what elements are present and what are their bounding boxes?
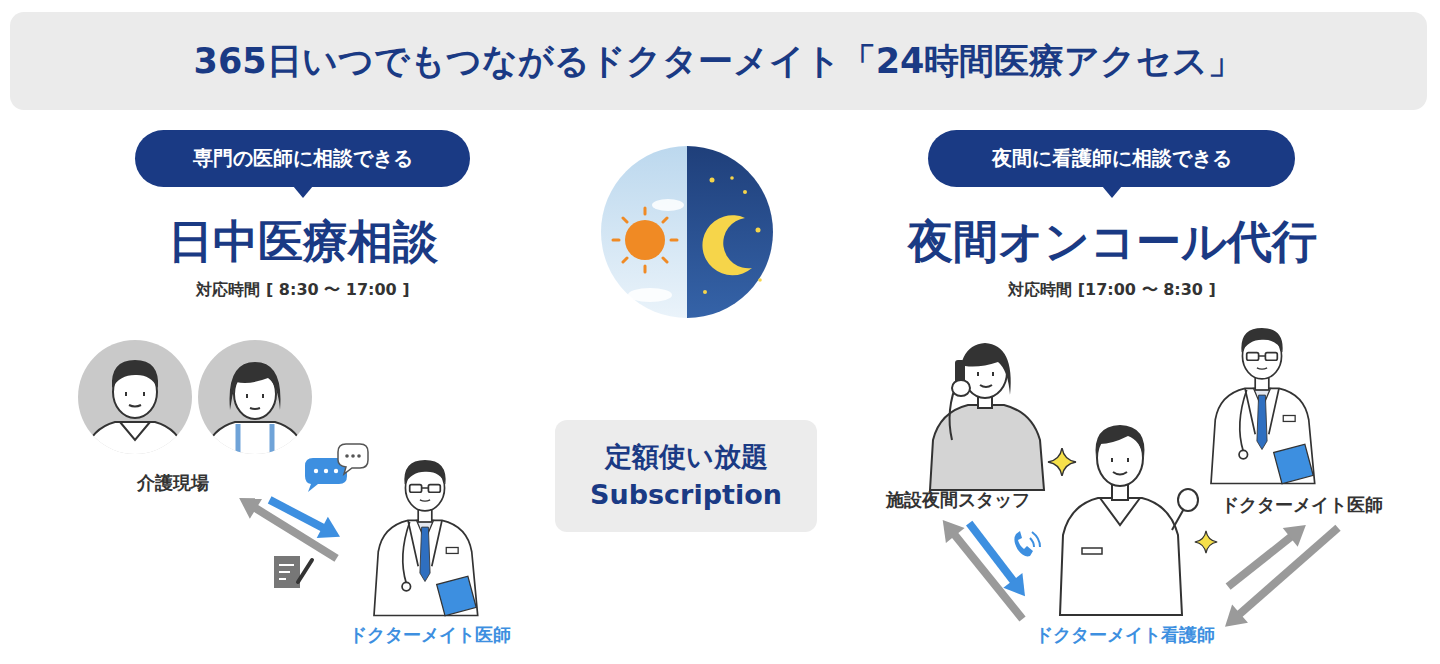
connector [1228,525,1306,587]
hours-note: 対応時間 [17:00 〜 8:30 ] [812,280,1412,301]
arrow-head [1225,605,1248,627]
connector-line [254,507,336,558]
callout-pill: 専門の医師に相談できる [135,130,470,187]
nurse-figure: ドクターメイト看護師 [1025,420,1225,655]
node-text: ドクターメイト医師 [1221,493,1383,517]
node-text: 施設夜間スタッフ [886,488,1030,512]
node-text: 夜間に看護師に相談できる [992,145,1232,172]
care-site-group: 介護現場 [75,338,320,498]
title-band: 365日いつでもつながるドクターメイト「24時間医療アクセス」 [10,12,1427,110]
title-text: 365日いつでもつながるドクターメイト「24時間医療アクセス」 [194,38,1244,85]
arrow-head [317,517,340,538]
connector-line [969,523,1014,582]
node-text: ドクターメイト看護師 [1035,623,1215,647]
arrow-head [943,520,965,543]
section-heading: 夜間オンコール代行 [812,212,1412,272]
node-text: 介護現場 [137,471,209,495]
callout-pill: 夜間に看護師に相談できる [928,130,1295,187]
doctor-figure: ドクターメイト医師 [1205,325,1400,525]
node-text: ドクターメイト医師 [349,623,511,647]
connector [239,498,336,558]
arrow-head [1283,525,1306,547]
node-text: 専門の医師に相談できる [193,145,413,172]
connector-line [1239,528,1338,615]
arrow-head [1003,573,1025,596]
hours-note: 対応時間 [ 8:30 〜 17:00 ] [3,280,603,301]
doctor-figure: ドクターメイト医師 [340,440,520,655]
connector [1225,528,1338,627]
staff-figure: 施設夜間スタッフ [865,328,1050,520]
section-heading: 日中医療相談 [3,212,603,272]
connector [943,520,1023,619]
node-text: 定額使い放題 Subscription [579,438,794,514]
arrow-head [239,498,262,519]
connector-line [954,534,1022,619]
plan-box: 定額使い放題 Subscription [555,420,817,532]
